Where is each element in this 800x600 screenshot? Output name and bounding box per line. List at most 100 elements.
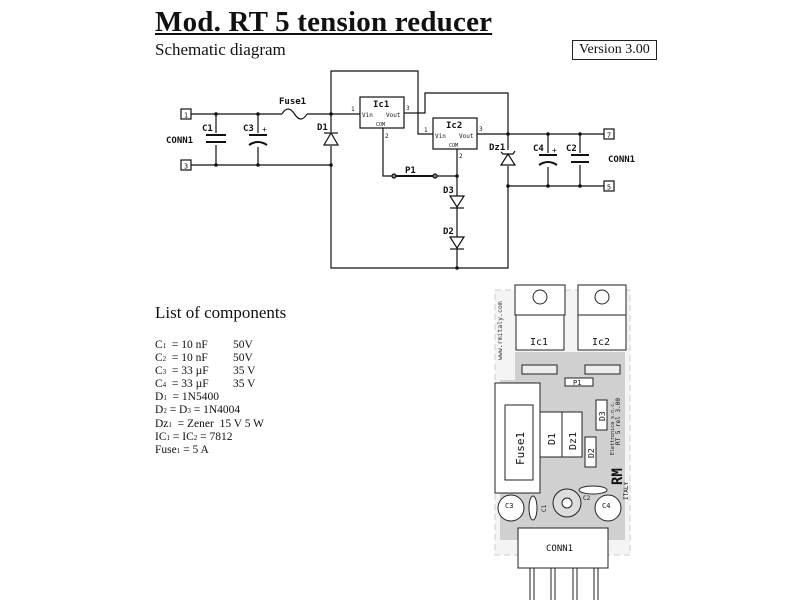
svg-text:Dz1: Dz1 (489, 143, 505, 153)
component-item: Dz1 = Zener 15 V 5 W (155, 418, 264, 431)
component-rating: 50V (233, 339, 253, 351)
svg-text:2: 2 (459, 153, 463, 160)
svg-text:D1: D1 (317, 123, 328, 133)
version-badge: Version 3.00 (572, 40, 657, 60)
conn1-label-in: CONN1 (166, 136, 193, 146)
pcb-d1: D1 (539, 411, 563, 458)
component-text: = 1N4004 (190, 404, 241, 417)
svg-text:C2: C2 (566, 144, 577, 154)
capacitor-c3: C3 + (243, 124, 269, 147)
component-text: Fuse (155, 443, 177, 456)
svg-text:P1: P1 (573, 379, 581, 387)
svg-text:C2: C2 (583, 495, 591, 502)
svg-text:COM: COM (376, 122, 385, 128)
component-rating: 35 V (233, 365, 256, 378)
svg-text:3: 3 (479, 126, 483, 133)
svg-text:C3: C3 (243, 124, 254, 134)
component-item: C1 = 10 nF 50V (155, 339, 264, 352)
svg-text:Ic1: Ic1 (530, 337, 548, 348)
component-text: C (155, 365, 163, 378)
svg-text:C3: C3 (505, 502, 513, 510)
pcb-p1: P1 (564, 377, 594, 387)
svg-text:Elettronica s.n.c.: Elettronica s.n.c. (610, 401, 616, 455)
svg-text:D3: D3 (598, 411, 607, 421)
svg-text:RT 5 rel 3.00: RT 5 rel 3.00 (615, 398, 622, 445)
component-item: C3 = 33 µF 35 V (155, 365, 264, 378)
schematic-diagram: 1 3 7 5 CONN1 CONN1 C1 C3 + (166, 70, 635, 270)
component-index: 1 (166, 433, 171, 442)
component-text: D (155, 404, 164, 417)
svg-text:+: + (262, 125, 267, 134)
component-text: = Zener 15 V 5 W (171, 417, 265, 430)
pcb-d2: D2 (584, 436, 597, 468)
component-item: Fuse1 = 5 A (155, 444, 264, 457)
component-text: = 33 µF (166, 365, 209, 378)
svg-text:RM: RM (610, 468, 626, 485)
svg-text:5: 5 (607, 184, 611, 192)
pcb-ic1: Ic1 (514, 284, 566, 375)
svg-text:C4: C4 (602, 502, 610, 510)
svg-text:P1: P1 (405, 166, 416, 176)
svg-text:Vout: Vout (459, 133, 474, 140)
component-text: = D (166, 404, 188, 417)
component-text: D (155, 391, 164, 404)
component-text: = 10 nF (166, 339, 208, 351)
pcb-rm-logo: RM ITALY Elettronica s.n.c. RT 5 rel 3.0… (610, 398, 630, 500)
svg-text:7: 7 (607, 132, 611, 140)
svg-text:D2: D2 (587, 448, 596, 458)
component-index: 3 (187, 407, 191, 416)
component-text: = IC (170, 430, 194, 443)
component-text: Dz (155, 417, 169, 430)
component-rating: 35 V (233, 378, 256, 391)
component-index: 3 (162, 368, 167, 377)
capacitor-c2: C2 (566, 144, 592, 165)
fuse-fuse1: Fuse1 (279, 97, 308, 120)
component-index: 1 (162, 342, 167, 350)
pcb-c2: C2 (578, 485, 608, 502)
component-index: 4 (162, 381, 167, 390)
svg-text:1: 1 (184, 112, 188, 120)
pcb-d3: D3 (595, 399, 608, 431)
svg-text:C1: C1 (202, 124, 213, 134)
pcb-c3: C3 (497, 494, 525, 522)
svg-text:+: + (552, 146, 557, 155)
pcb-dz1: Dz1 (561, 411, 583, 458)
pcb-conn1: CONN1 (517, 527, 609, 600)
svg-text:Fuse1: Fuse1 (514, 432, 527, 465)
capacitor-c1: C1 (202, 124, 227, 145)
svg-text:Vin: Vin (362, 112, 373, 119)
junction-dots (214, 112, 582, 270)
diode-d2: D2 (443, 227, 466, 250)
svg-text:1: 1 (424, 127, 428, 134)
svg-text:ITALY: ITALY (623, 482, 630, 500)
svg-text:Vout: Vout (386, 112, 401, 119)
component-index: 1 (163, 394, 167, 403)
svg-text:Ic2: Ic2 (446, 121, 462, 131)
svg-text:Ic2: Ic2 (592, 337, 610, 348)
svg-text:Ic1: Ic1 (373, 100, 389, 110)
svg-text:Dz1: Dz1 (568, 432, 579, 450)
svg-text:3: 3 (406, 105, 410, 112)
svg-text:Vin: Vin (435, 133, 446, 140)
component-item: IC1 = IC2 = 7812 (155, 431, 264, 444)
svg-text:COM: COM (449, 143, 458, 149)
regulator-ic1: Ic1 Vin Vout COM 1 3 2 (351, 96, 410, 140)
component-item: D1 = 1N5400 (155, 391, 264, 404)
svg-text:CONN1: CONN1 (546, 544, 573, 554)
component-index: 1 (176, 446, 181, 455)
component-text: = 1N5400 (166, 391, 219, 404)
component-text: IC (155, 430, 167, 443)
pcb-c4: C4 (594, 494, 622, 522)
svg-text:C1: C1 (541, 504, 548, 512)
component-index: 1 (168, 420, 172, 429)
svg-text:3: 3 (184, 163, 188, 171)
diode-d1: D1 (317, 123, 340, 146)
component-text: = 10 nF (166, 352, 208, 365)
component-text: C (155, 339, 163, 351)
regulator-ic2: Ic2 Vin Vout COM 1 3 2 (424, 117, 483, 160)
component-item: D2 = D3 = 1N4004 (155, 404, 264, 417)
components-title: List of components (155, 303, 287, 322)
component-rating: 50V (233, 352, 253, 365)
